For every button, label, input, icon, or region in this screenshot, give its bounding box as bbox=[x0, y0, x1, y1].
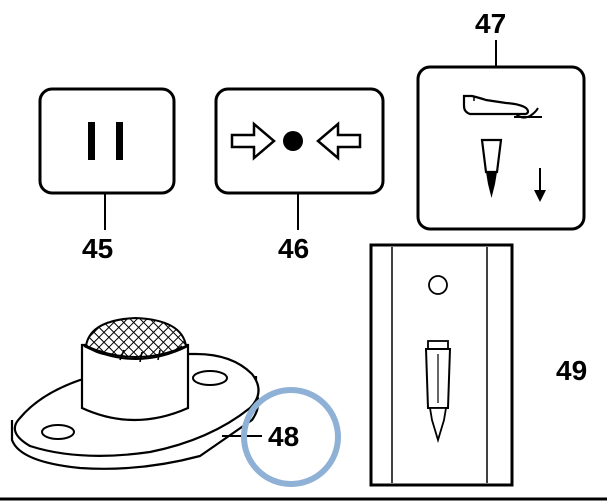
pad-cylinder bbox=[80, 343, 190, 422]
callout-47: 47 bbox=[475, 8, 506, 39]
callout-46: 46 bbox=[278, 233, 309, 264]
converging-arrows-dot-icon bbox=[230, 121, 362, 161]
plate-hole bbox=[428, 275, 448, 295]
callout-49: 49 bbox=[556, 355, 587, 386]
part-49-needle-plate: 49 bbox=[369, 243, 587, 487]
part-48-knurled-pad: 48 bbox=[10, 316, 341, 487]
arrow-right-icon bbox=[230, 121, 276, 161]
pause-icon bbox=[88, 122, 123, 160]
callout-45: 45 bbox=[82, 233, 113, 264]
part-45-pause-button: 45 bbox=[38, 87, 176, 264]
pad-knurled-top bbox=[84, 316, 188, 358]
presser-foot-icon bbox=[462, 94, 530, 116]
presser-foot-needle-down-icon bbox=[462, 94, 546, 202]
arrow-left-icon bbox=[316, 121, 362, 161]
part-47-needle-button: 47 bbox=[416, 8, 586, 231]
callout-48: 48 bbox=[268, 421, 299, 452]
arrow-down-icon bbox=[534, 168, 546, 202]
needle-icon bbox=[480, 138, 503, 174]
highlight-ring bbox=[241, 387, 341, 487]
needle-plate-icon bbox=[424, 340, 452, 444]
part-46-center-button: 46 bbox=[214, 87, 385, 264]
